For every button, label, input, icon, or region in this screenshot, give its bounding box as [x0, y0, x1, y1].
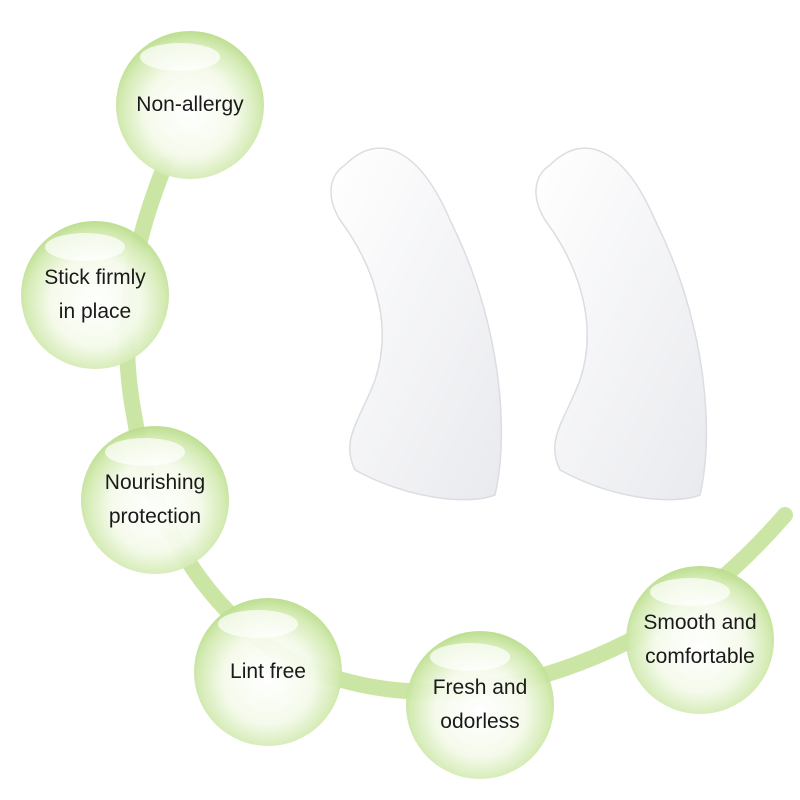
feature-label: Smooth and comfortable [643, 606, 756, 674]
feature-label-line: comfortable [645, 645, 755, 668]
bubble [626, 566, 774, 714]
feature-label: Lint free [230, 655, 306, 689]
bubble-highlight [218, 610, 298, 638]
feature-label-line: in place [58, 300, 132, 323]
bubble [194, 598, 342, 746]
eye-pad-right [535, 147, 708, 501]
bubble-highlight [105, 438, 185, 466]
feature-label: Fresh and odorless [433, 671, 528, 739]
feature-label-line: Lint free [230, 660, 306, 683]
feature-label: Nourishing protection [105, 466, 205, 534]
feature-label-line: Fresh and [432, 676, 528, 699]
feature-label-line: odorless [440, 710, 520, 733]
feature-label: Non-allergy [136, 88, 243, 122]
feature-label-line: Nourishing [104, 471, 206, 494]
feature-label-line: Smooth and [643, 611, 757, 634]
bubble [81, 426, 229, 574]
bubble-highlight [140, 43, 220, 71]
bubble [406, 631, 554, 779]
bubble-highlight [430, 643, 510, 671]
feature-label-line: Stick firmly [44, 266, 146, 289]
eye-pad-left [330, 147, 503, 501]
bubble-highlight [45, 233, 125, 261]
feature-label: Stick firmly in place [44, 261, 146, 329]
bubble [21, 221, 169, 369]
feature-label-line: Non-allergy [136, 93, 244, 116]
feature-label-line: protection [108, 505, 202, 528]
bubble [116, 31, 264, 179]
bubble-highlight [650, 578, 730, 606]
